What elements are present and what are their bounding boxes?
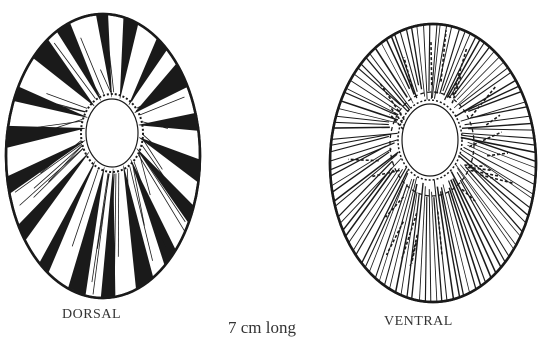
dorsal-shell-view bbox=[1, 7, 205, 305]
ventral-apex bbox=[402, 104, 458, 176]
ventral-shell-view bbox=[325, 17, 541, 309]
length-label: 7 cm long bbox=[228, 318, 296, 338]
ventral-streak bbox=[431, 42, 432, 86]
dorsal-apex bbox=[86, 99, 138, 167]
ventral-label: VENTRAL bbox=[384, 314, 453, 330]
ventral-ray-line bbox=[328, 127, 390, 128]
dorsal-label: DORSAL bbox=[62, 307, 121, 323]
